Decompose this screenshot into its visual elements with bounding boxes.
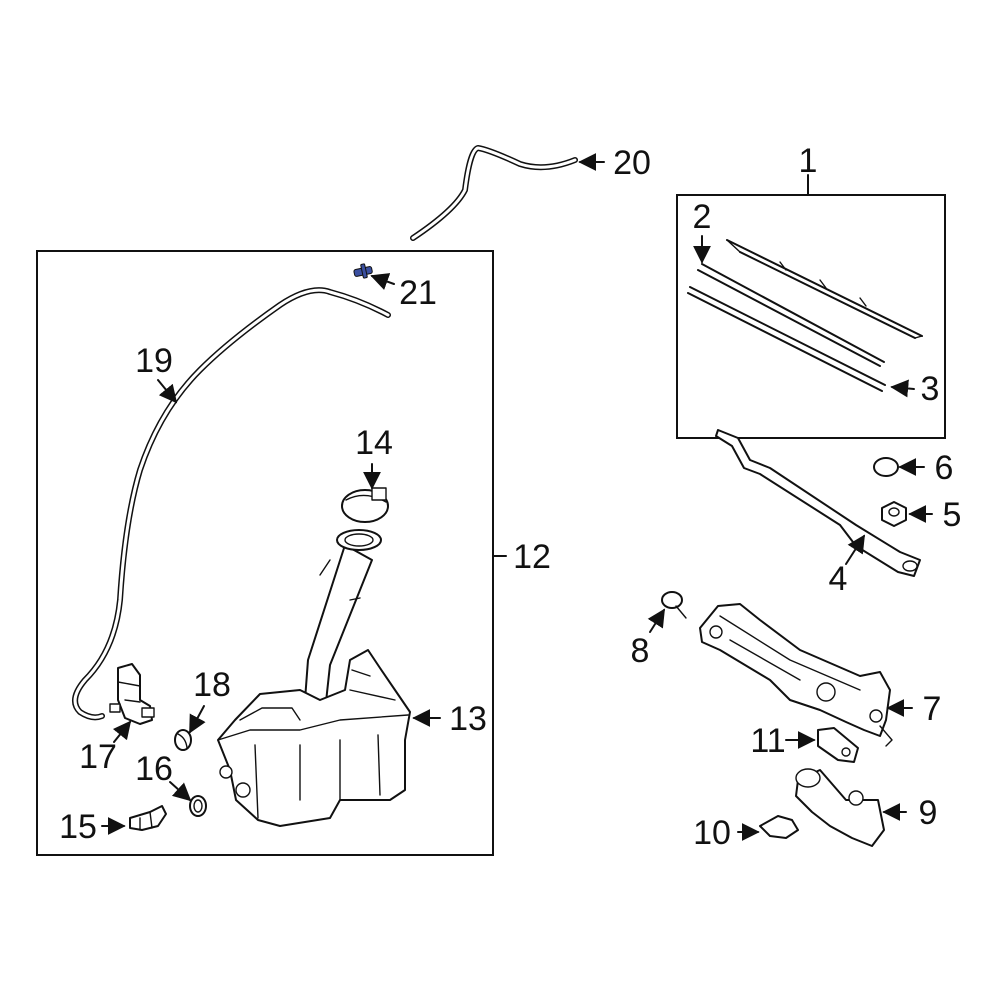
callout-5: 5	[943, 496, 962, 534]
callout-17: 17	[79, 738, 117, 776]
callout-3: 3	[921, 370, 940, 408]
part-16-ring	[189, 795, 207, 817]
wiper-blade-group-frame	[676, 194, 946, 439]
callout-13: 13	[449, 700, 487, 738]
part-8-bolt	[661, 591, 687, 619]
callout-18: 18	[193, 666, 231, 704]
part-14-cap	[341, 487, 389, 523]
callout-4: 4	[829, 560, 848, 598]
callout-15: 15	[59, 808, 97, 846]
part-18-grommet	[174, 729, 192, 751]
callout-14: 14	[355, 424, 393, 462]
callout-10: 10	[693, 814, 731, 852]
washer-group-frame	[36, 250, 494, 856]
callout-6: 6	[935, 449, 954, 487]
callout-12: 12	[513, 538, 551, 576]
part-19-hose	[72, 287, 391, 721]
part-6-cap	[873, 457, 899, 477]
part-3-blade	[689, 286, 886, 386]
callout-2: 2	[693, 198, 712, 236]
part-17-pump	[109, 663, 155, 725]
callout-21: 21	[399, 274, 437, 312]
callout-11: 11	[750, 722, 785, 760]
callout-20: 20	[613, 144, 651, 182]
part-9-motor	[795, 768, 885, 847]
callout-16: 16	[135, 750, 173, 788]
part-1-blade-assembly	[687, 239, 923, 392]
callout-7: 7	[923, 690, 942, 728]
part-21-connector	[353, 263, 373, 279]
part-10-bracket	[759, 815, 799, 839]
part-11-bracket	[817, 727, 859, 763]
part-13-reservoir	[217, 529, 411, 827]
callout-1: 1	[799, 142, 818, 180]
callout-9: 9	[919, 794, 938, 832]
part-15-sensor	[129, 805, 167, 831]
callout-8: 8	[631, 632, 650, 670]
callout-19: 19	[135, 342, 173, 380]
part-20-hose	[410, 145, 578, 241]
part-5-nut	[881, 501, 907, 527]
part-4-wiper-arm	[715, 429, 921, 577]
part-2-refill	[701, 263, 885, 363]
leader-lines	[101, 153, 933, 841]
part-7-linkage	[699, 603, 893, 747]
